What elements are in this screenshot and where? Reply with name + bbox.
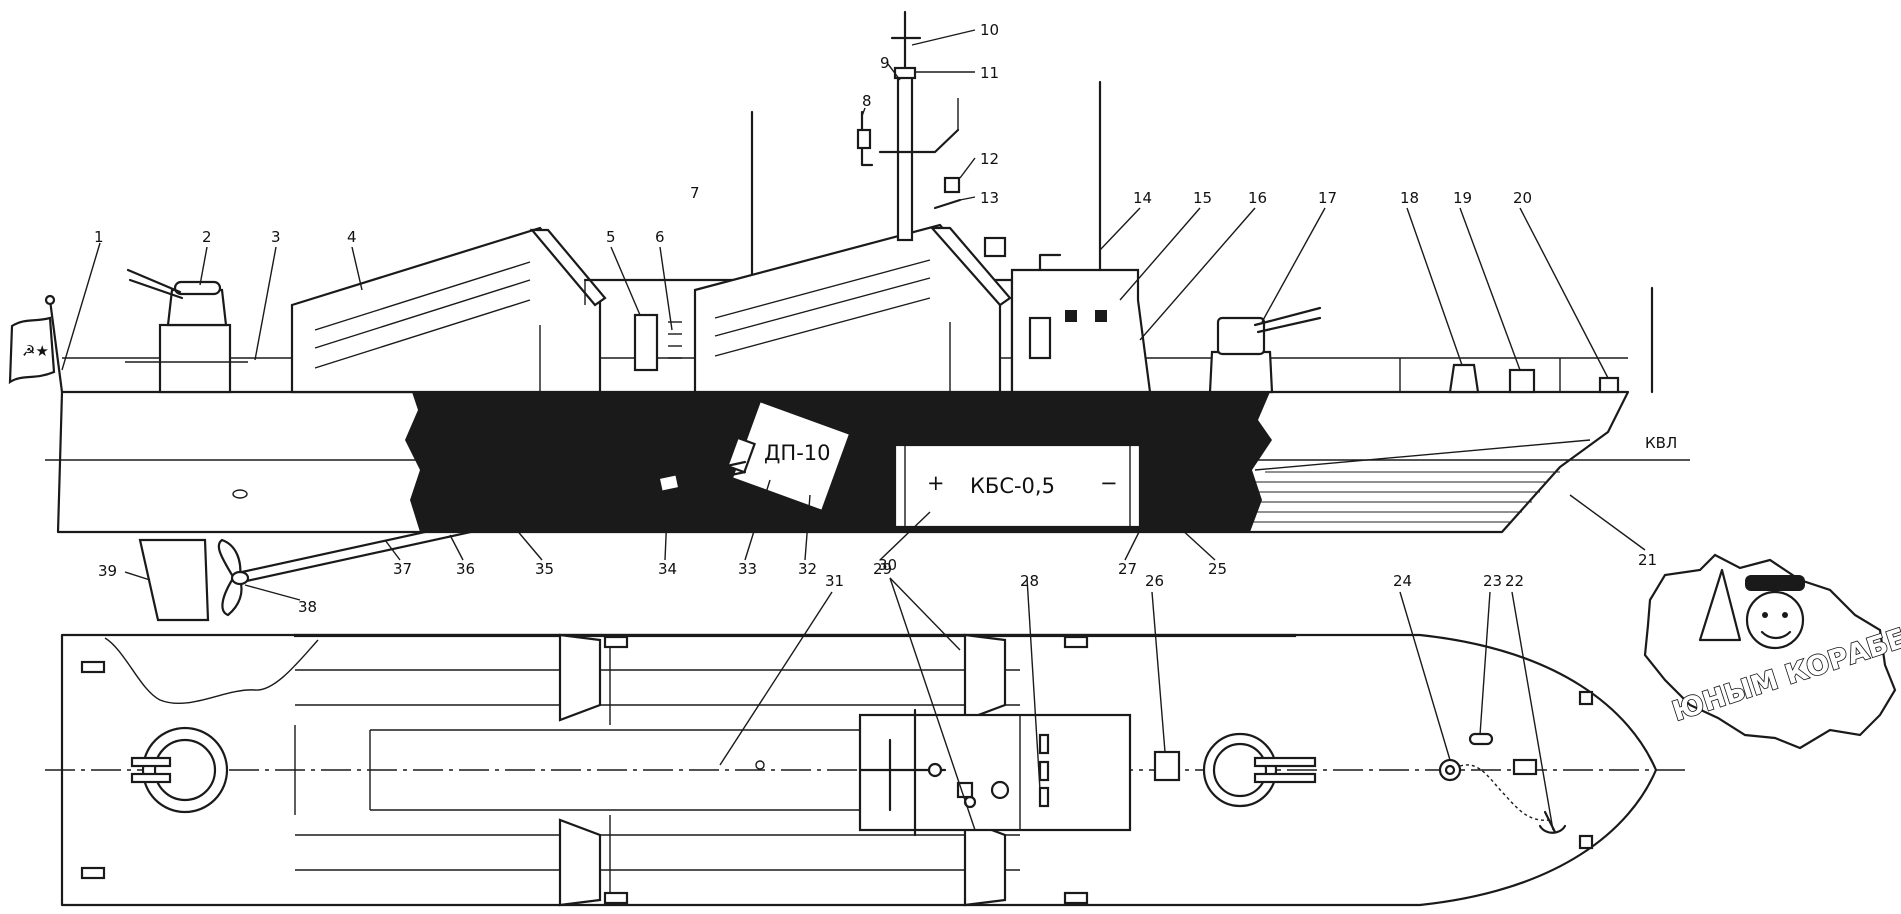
label-9: 9 <box>880 54 890 72</box>
propeller <box>217 538 250 617</box>
bollard-fwd <box>1508 368 1536 394</box>
flagstaff <box>48 298 64 394</box>
deck-door <box>633 313 659 372</box>
mast <box>856 10 962 242</box>
motor-label: ДП-10 <box>764 441 831 465</box>
label-33: 33 <box>738 560 757 578</box>
label-36: 36 <box>456 560 475 578</box>
aft-torpedo-tube <box>290 226 607 394</box>
forward-torpedo-tube <box>693 223 1012 394</box>
label-23: 23 <box>1483 572 1502 590</box>
label-34: 34 <box>658 560 677 578</box>
side-view: КВЛ ☭★ <box>8 10 1690 622</box>
label-25: 25 <box>1208 560 1227 578</box>
flag-star-icon: ☭★ <box>22 342 49 360</box>
plan-view <box>45 633 1690 907</box>
battery-plus: + <box>927 471 945 495</box>
label-14: 14 <box>1133 189 1152 207</box>
hull-side <box>56 390 1630 534</box>
propeller-shaft <box>240 460 747 584</box>
label-31: 31 <box>825 572 844 590</box>
label-17: 17 <box>1318 189 1337 207</box>
deck-ladder <box>668 321 682 359</box>
anchor-gear-plan <box>1438 732 1567 834</box>
label-10: 10 <box>980 21 999 39</box>
emblem-face-icon <box>1745 590 1805 650</box>
label-3: 3 <box>271 228 281 246</box>
label-4: 4 <box>347 228 357 246</box>
label-13: 13 <box>980 189 999 207</box>
ensign-flag <box>8 316 56 385</box>
label-2: 2 <box>202 228 212 246</box>
label-32: 32 <box>798 560 817 578</box>
battery-label: КБС-0,5 <box>970 474 1055 498</box>
label-27: 27 <box>1118 560 1137 578</box>
capstan <box>1448 363 1480 394</box>
waterline-label: КВЛ <box>1645 434 1677 452</box>
emblem: ЮНЫМ КОРАБЕЛАМ <box>1643 553 1901 750</box>
label-28: 28 <box>1020 572 1039 590</box>
battery: + КБС-0,5 − <box>893 440 1142 530</box>
label-8: 8 <box>862 92 872 110</box>
battery-minus: − <box>1100 471 1118 495</box>
bow-hatching <box>1250 439 1591 523</box>
label-24: 24 <box>1393 572 1412 590</box>
label-29: 29 <box>873 560 892 578</box>
torpedo-tubes-plan <box>293 633 1297 907</box>
forward-gun-turret <box>1208 306 1322 394</box>
break-line <box>104 637 319 705</box>
label-35: 35 <box>535 560 554 578</box>
label-39: 39 <box>98 562 117 580</box>
bollards-plan <box>80 635 1594 905</box>
label-1: 1 <box>94 228 104 246</box>
porthole <box>232 489 248 499</box>
bow-fairlead <box>1598 376 1620 394</box>
flagstaff-top <box>44 294 56 306</box>
motor: ДП-10 <box>726 399 852 513</box>
label-7: 7 <box>690 184 700 202</box>
label-6: 6 <box>655 228 665 246</box>
fwd-turret-plan <box>1202 732 1317 808</box>
label-20: 20 <box>1513 189 1532 207</box>
label-30: 30 <box>878 556 897 574</box>
bridge <box>983 80 1152 394</box>
label-21: 21 <box>1638 551 1657 569</box>
label-11: 11 <box>980 64 999 82</box>
label-37: 37 <box>393 560 412 578</box>
part-numbers: 1 2 3 4 5 6 7 8 9 10 11 12 13 14 15 16 1… <box>94 21 1657 616</box>
center-deck-plan <box>755 708 1132 837</box>
emblem-burst <box>1643 553 1897 750</box>
label-38: 38 <box>298 598 317 616</box>
label-12: 12 <box>980 150 999 168</box>
label-15: 15 <box>1193 189 1212 207</box>
aft-turret-plan <box>130 726 229 814</box>
rudder <box>138 538 210 622</box>
label-26: 26 <box>1145 572 1164 590</box>
label-19: 19 <box>1453 189 1472 207</box>
deck-hatch-plan <box>1153 750 1181 782</box>
leader-lines <box>61 29 1646 831</box>
label-16: 16 <box>1248 189 1267 207</box>
label-22: 22 <box>1505 572 1524 590</box>
aft-gun-turret <box>126 268 232 394</box>
label-5: 5 <box>606 228 616 246</box>
label-18: 18 <box>1400 189 1419 207</box>
